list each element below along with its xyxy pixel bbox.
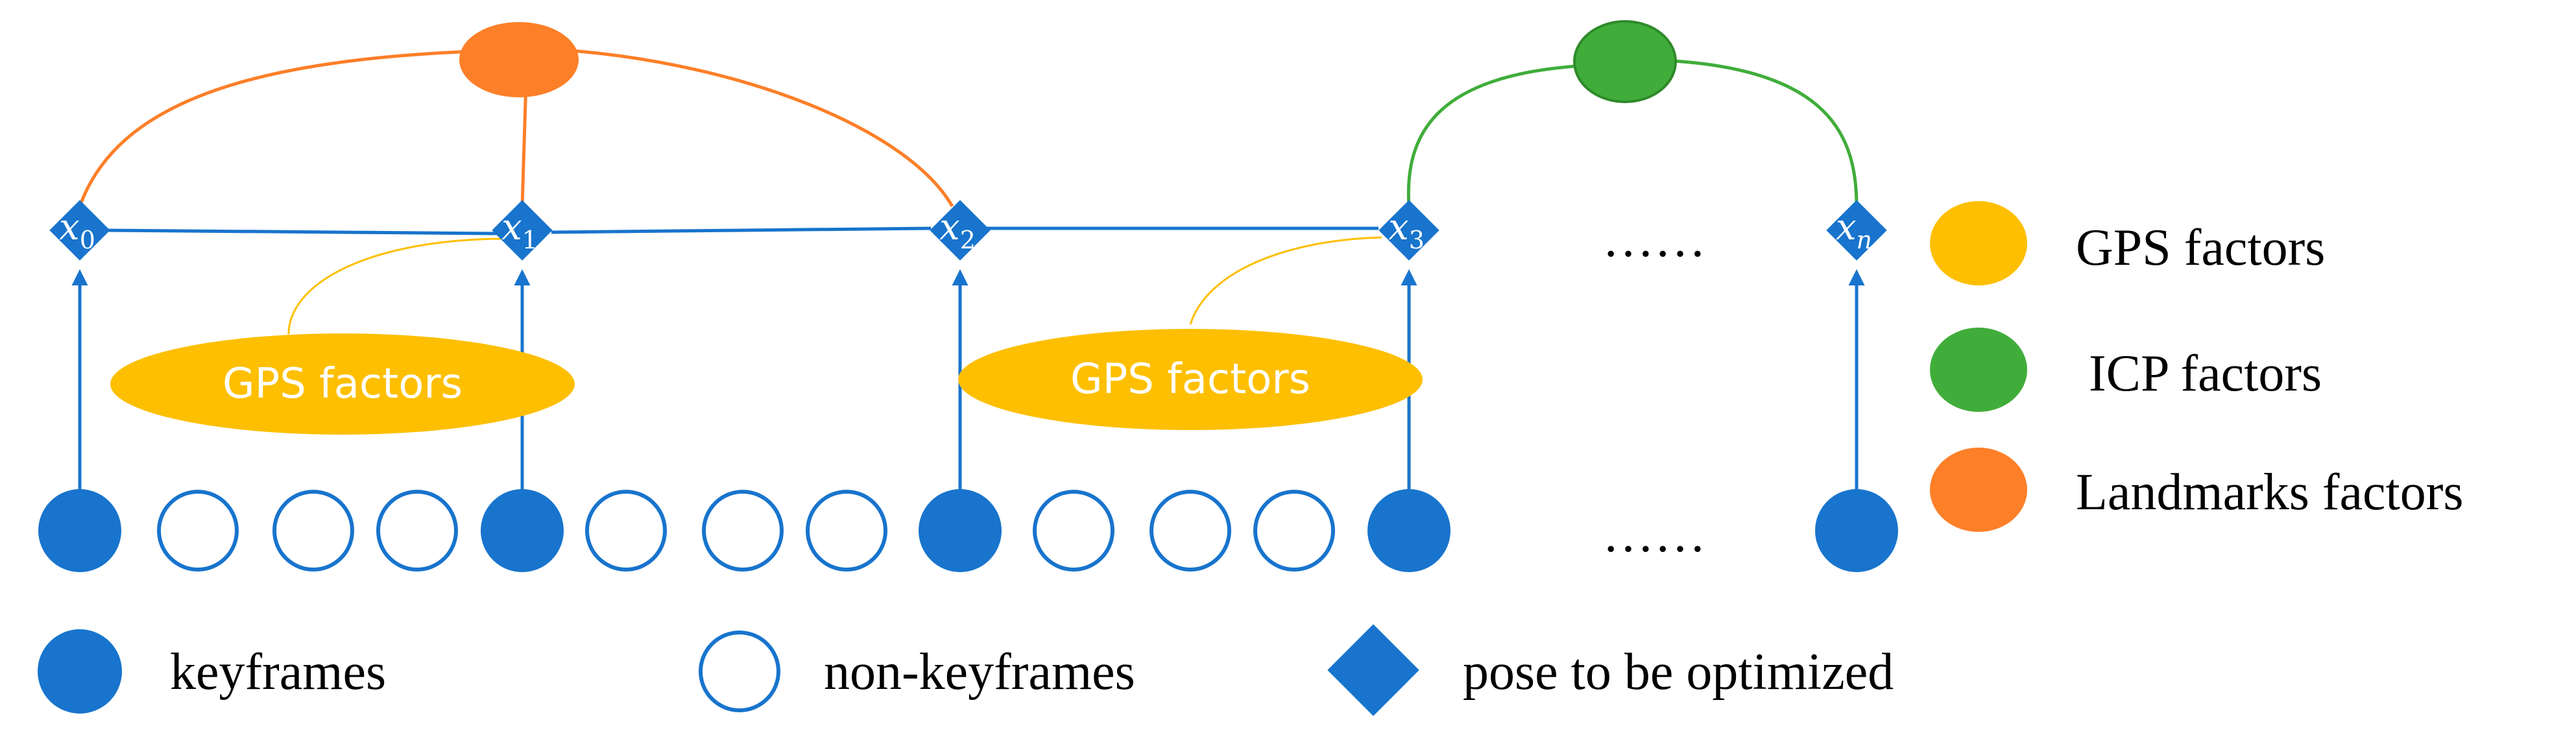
gps-connector-x3 (1189, 236, 1382, 325)
non-keyframe-node (702, 490, 784, 572)
pose-node: xn (1826, 200, 1887, 261)
icp-factor-node (1573, 20, 1677, 103)
landmark-edge-x0 (78, 49, 494, 207)
node-legend: keyframes non-keyframes pose to be optim… (38, 624, 1894, 716)
pose-diamond (1826, 200, 1887, 261)
pose-label-base: x (59, 206, 80, 248)
keyframe-node (38, 489, 121, 572)
keyframe-node (1815, 489, 1898, 572)
keyframe-node (1367, 489, 1451, 572)
pose-node: x0 (49, 200, 110, 261)
pose-label: x0 (59, 206, 95, 254)
legend-nonkeyframe-swatch (699, 631, 780, 712)
pose-label-sub: 1 (522, 226, 538, 254)
pose-label: x2 (939, 206, 976, 254)
chain-edge-x0-x1 (103, 228, 500, 235)
legend-keyframe-swatch (38, 629, 122, 714)
pose-node: x2 (930, 200, 991, 261)
landmark-factor-node (459, 22, 579, 97)
pose-diamond (930, 200, 991, 261)
pose-chain (103, 226, 1378, 235)
non-keyframe-node (806, 490, 887, 572)
keyframe-node (919, 489, 1002, 572)
pose-label: x1 (501, 206, 538, 254)
pose-label-sub: 0 (80, 226, 95, 254)
pose-label-base: x (501, 206, 522, 248)
legend-icp-swatch (1930, 328, 2027, 412)
gps-factor-2: GPS factors (958, 329, 1423, 430)
icp-edge-x3 (1406, 64, 1577, 207)
pose-label-sub: 2 (960, 226, 976, 254)
pose-label-base: x (939, 206, 960, 248)
legend-icp-label: ICP factors (2076, 345, 2322, 402)
icp-factor (1406, 20, 1859, 207)
pose-diamond (1378, 200, 1439, 261)
chain-edge-x1-x2 (551, 226, 932, 234)
legend-nonkeyframe-label: non-keyframes (824, 644, 1135, 701)
pose-label: xn (1836, 206, 1872, 254)
legend-gps-label: GPS factors (2076, 219, 2325, 276)
pose-node: x1 (492, 200, 553, 261)
gps-factor-label: GPS factors (1070, 355, 1310, 403)
landmark-edge-x2 (570, 49, 954, 208)
gps-factor-1: GPS factors (110, 333, 575, 435)
pose-label-base: x (1388, 206, 1409, 248)
legend-pose-label: pose to be optimized (1463, 644, 1894, 701)
non-keyframe-node (1150, 490, 1231, 572)
pose-label: x3 (1388, 206, 1425, 254)
legend-landmark-label: Landmarks factors (2076, 464, 2464, 521)
gps-connectors (287, 236, 1382, 335)
factor-legend: GPS factors ICP factors Landmarks factor… (1930, 201, 2464, 532)
ellipsis-top: …… (1602, 211, 1706, 268)
non-keyframe-node (1253, 490, 1335, 572)
non-keyframe-node (157, 490, 239, 572)
non-keyframe-node (585, 490, 667, 572)
gps-factor-ellipse (958, 329, 1423, 430)
pose-label-base: x (1836, 206, 1857, 248)
gps-connector-x1 (287, 237, 503, 335)
gps-factor-ellipse (110, 333, 575, 435)
landmark-factor (78, 22, 954, 208)
non-keyframe-node (1033, 490, 1114, 572)
legend-pose-swatch (1327, 624, 1419, 716)
gps-factor-label: GPS factors (223, 360, 463, 408)
legend-keyframe-label: keyframes (170, 644, 386, 701)
pose-diamond (492, 200, 553, 261)
legend-gps-swatch (1930, 201, 2027, 285)
keyframe-node (481, 489, 564, 572)
pose-label-sub: n (1857, 226, 1872, 254)
non-keyframe-node (272, 490, 354, 572)
pose-node: x3 (1378, 200, 1439, 261)
ellipsis-bottom: …… (1602, 506, 1706, 563)
pose-label-sub: 3 (1409, 226, 1425, 254)
legend-landmark-swatch (1930, 448, 2027, 532)
non-keyframe-node (376, 490, 458, 572)
frames-row (38, 489, 1898, 572)
icp-edge-xn (1673, 59, 1859, 207)
landmark-edge-x1 (520, 80, 528, 207)
